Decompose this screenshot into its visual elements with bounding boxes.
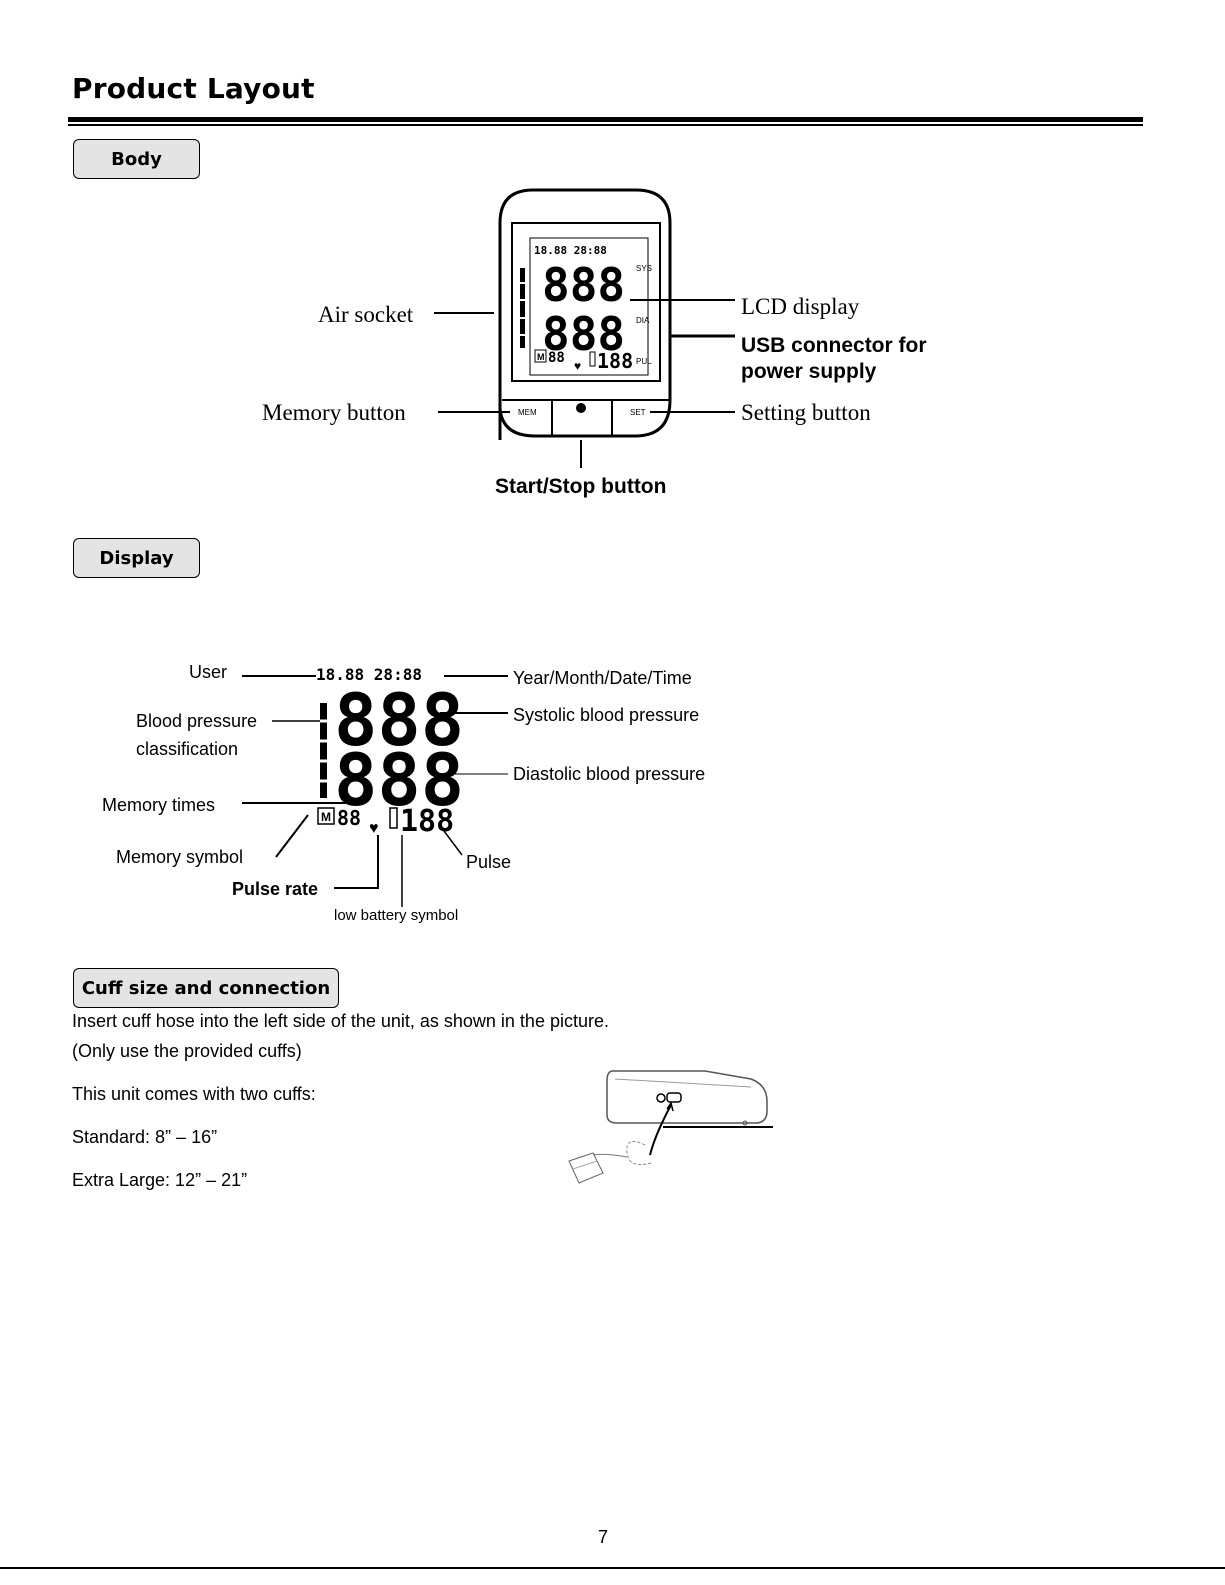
lcd-dia-unit: DIA bbox=[636, 316, 650, 325]
label-year-month: Year/Month/Date/Time bbox=[513, 668, 692, 688]
lcd-pulse-digits: 188 bbox=[597, 349, 633, 373]
footer-rule bbox=[0, 1567, 1225, 1569]
power-icon bbox=[576, 403, 586, 413]
cuff-note: (Only use the provided cuffs) bbox=[72, 1041, 302, 1061]
label-pulse-rate: Pulse rate bbox=[232, 879, 318, 899]
label-bp-class-line1: Blood pressure bbox=[136, 711, 257, 731]
label-memory-button: Memory button bbox=[262, 400, 406, 425]
heart-icon: ♥ bbox=[574, 359, 581, 373]
memory-mark-box bbox=[534, 349, 547, 363]
classification-bar bbox=[520, 268, 525, 348]
set-key: SET bbox=[630, 408, 646, 417]
label-lcd-display: LCD display bbox=[741, 294, 860, 319]
section-label-display: Display bbox=[73, 538, 200, 578]
lcd-systolic-digits: 888 bbox=[542, 258, 625, 312]
display-systolic-digits: 888 bbox=[334, 678, 464, 762]
label-usb-line2: power supply bbox=[741, 360, 877, 383]
label-setting-button: Setting button bbox=[741, 400, 871, 425]
label-start-stop: Start/Stop button bbox=[495, 475, 666, 498]
display-diagram: 18.88 28:88 888 888 M 88 ♥ 188 User Bloo… bbox=[102, 662, 705, 924]
label-diastolic: Diastolic blood pressure bbox=[513, 764, 705, 784]
display-date-time: 18.88 28:88 bbox=[316, 665, 422, 684]
label-low-battery: low battery symbol bbox=[334, 907, 458, 924]
mem-key: MEM bbox=[518, 408, 537, 417]
label-pulse: Pulse bbox=[466, 852, 511, 872]
display-heart-icon: ♥ bbox=[369, 820, 379, 837]
label-memory-symbol: Memory symbol bbox=[116, 847, 243, 867]
display-battery-icon bbox=[389, 807, 398, 829]
title-rule bbox=[68, 117, 1143, 122]
display-memory-digits: 88 bbox=[337, 806, 361, 830]
lcd-date-time: 18.88 28:88 bbox=[534, 244, 607, 257]
cuff-extra-large: Extra Large: 12” – 21” bbox=[72, 1170, 248, 1190]
section-label-cuff: Cuff size and connection bbox=[73, 968, 339, 1008]
label-bp-class-line2: classification bbox=[136, 739, 238, 759]
label-air-socket: Air socket bbox=[318, 302, 414, 327]
section-label-body: Body bbox=[73, 139, 200, 179]
title-rule-thin bbox=[68, 124, 1143, 126]
label-systolic: Systolic blood pressure bbox=[513, 705, 699, 725]
cuff-instruction: Insert cuff hose into the left side of t… bbox=[72, 1011, 609, 1031]
page-title: Product Layout bbox=[72, 72, 315, 105]
display-memory-mark-box bbox=[317, 807, 335, 825]
lcd-memory-mark: M bbox=[537, 352, 545, 362]
device-outline bbox=[498, 188, 672, 440]
battery-icon bbox=[589, 351, 596, 367]
display-memory-mark: M bbox=[321, 810, 331, 824]
cuff-count: This unit comes with two cuffs: bbox=[72, 1084, 316, 1104]
label-user: User bbox=[189, 662, 227, 682]
cuff-connection-illustration bbox=[568, 1070, 773, 1184]
lcd-memory-digits: 88 bbox=[548, 350, 565, 366]
lcd-frame bbox=[511, 222, 661, 382]
lcd-diastolic-digits: 888 bbox=[542, 307, 625, 361]
body-diagram: 18.88 28:88 888 888 SYS DIA PUL M 88 ♥ 1… bbox=[262, 188, 927, 498]
lcd-sys-unit: SYS bbox=[636, 264, 652, 273]
lcd-pul-unit: PUL bbox=[636, 357, 652, 366]
label-memory-times: Memory times bbox=[102, 795, 215, 815]
cuff-standard: Standard: 8” – 16” bbox=[72, 1127, 218, 1147]
display-diastolic-digits: 888 bbox=[334, 738, 464, 822]
label-usb-line1: USB connector for bbox=[741, 334, 927, 357]
page-number: 7 bbox=[598, 1527, 609, 1547]
